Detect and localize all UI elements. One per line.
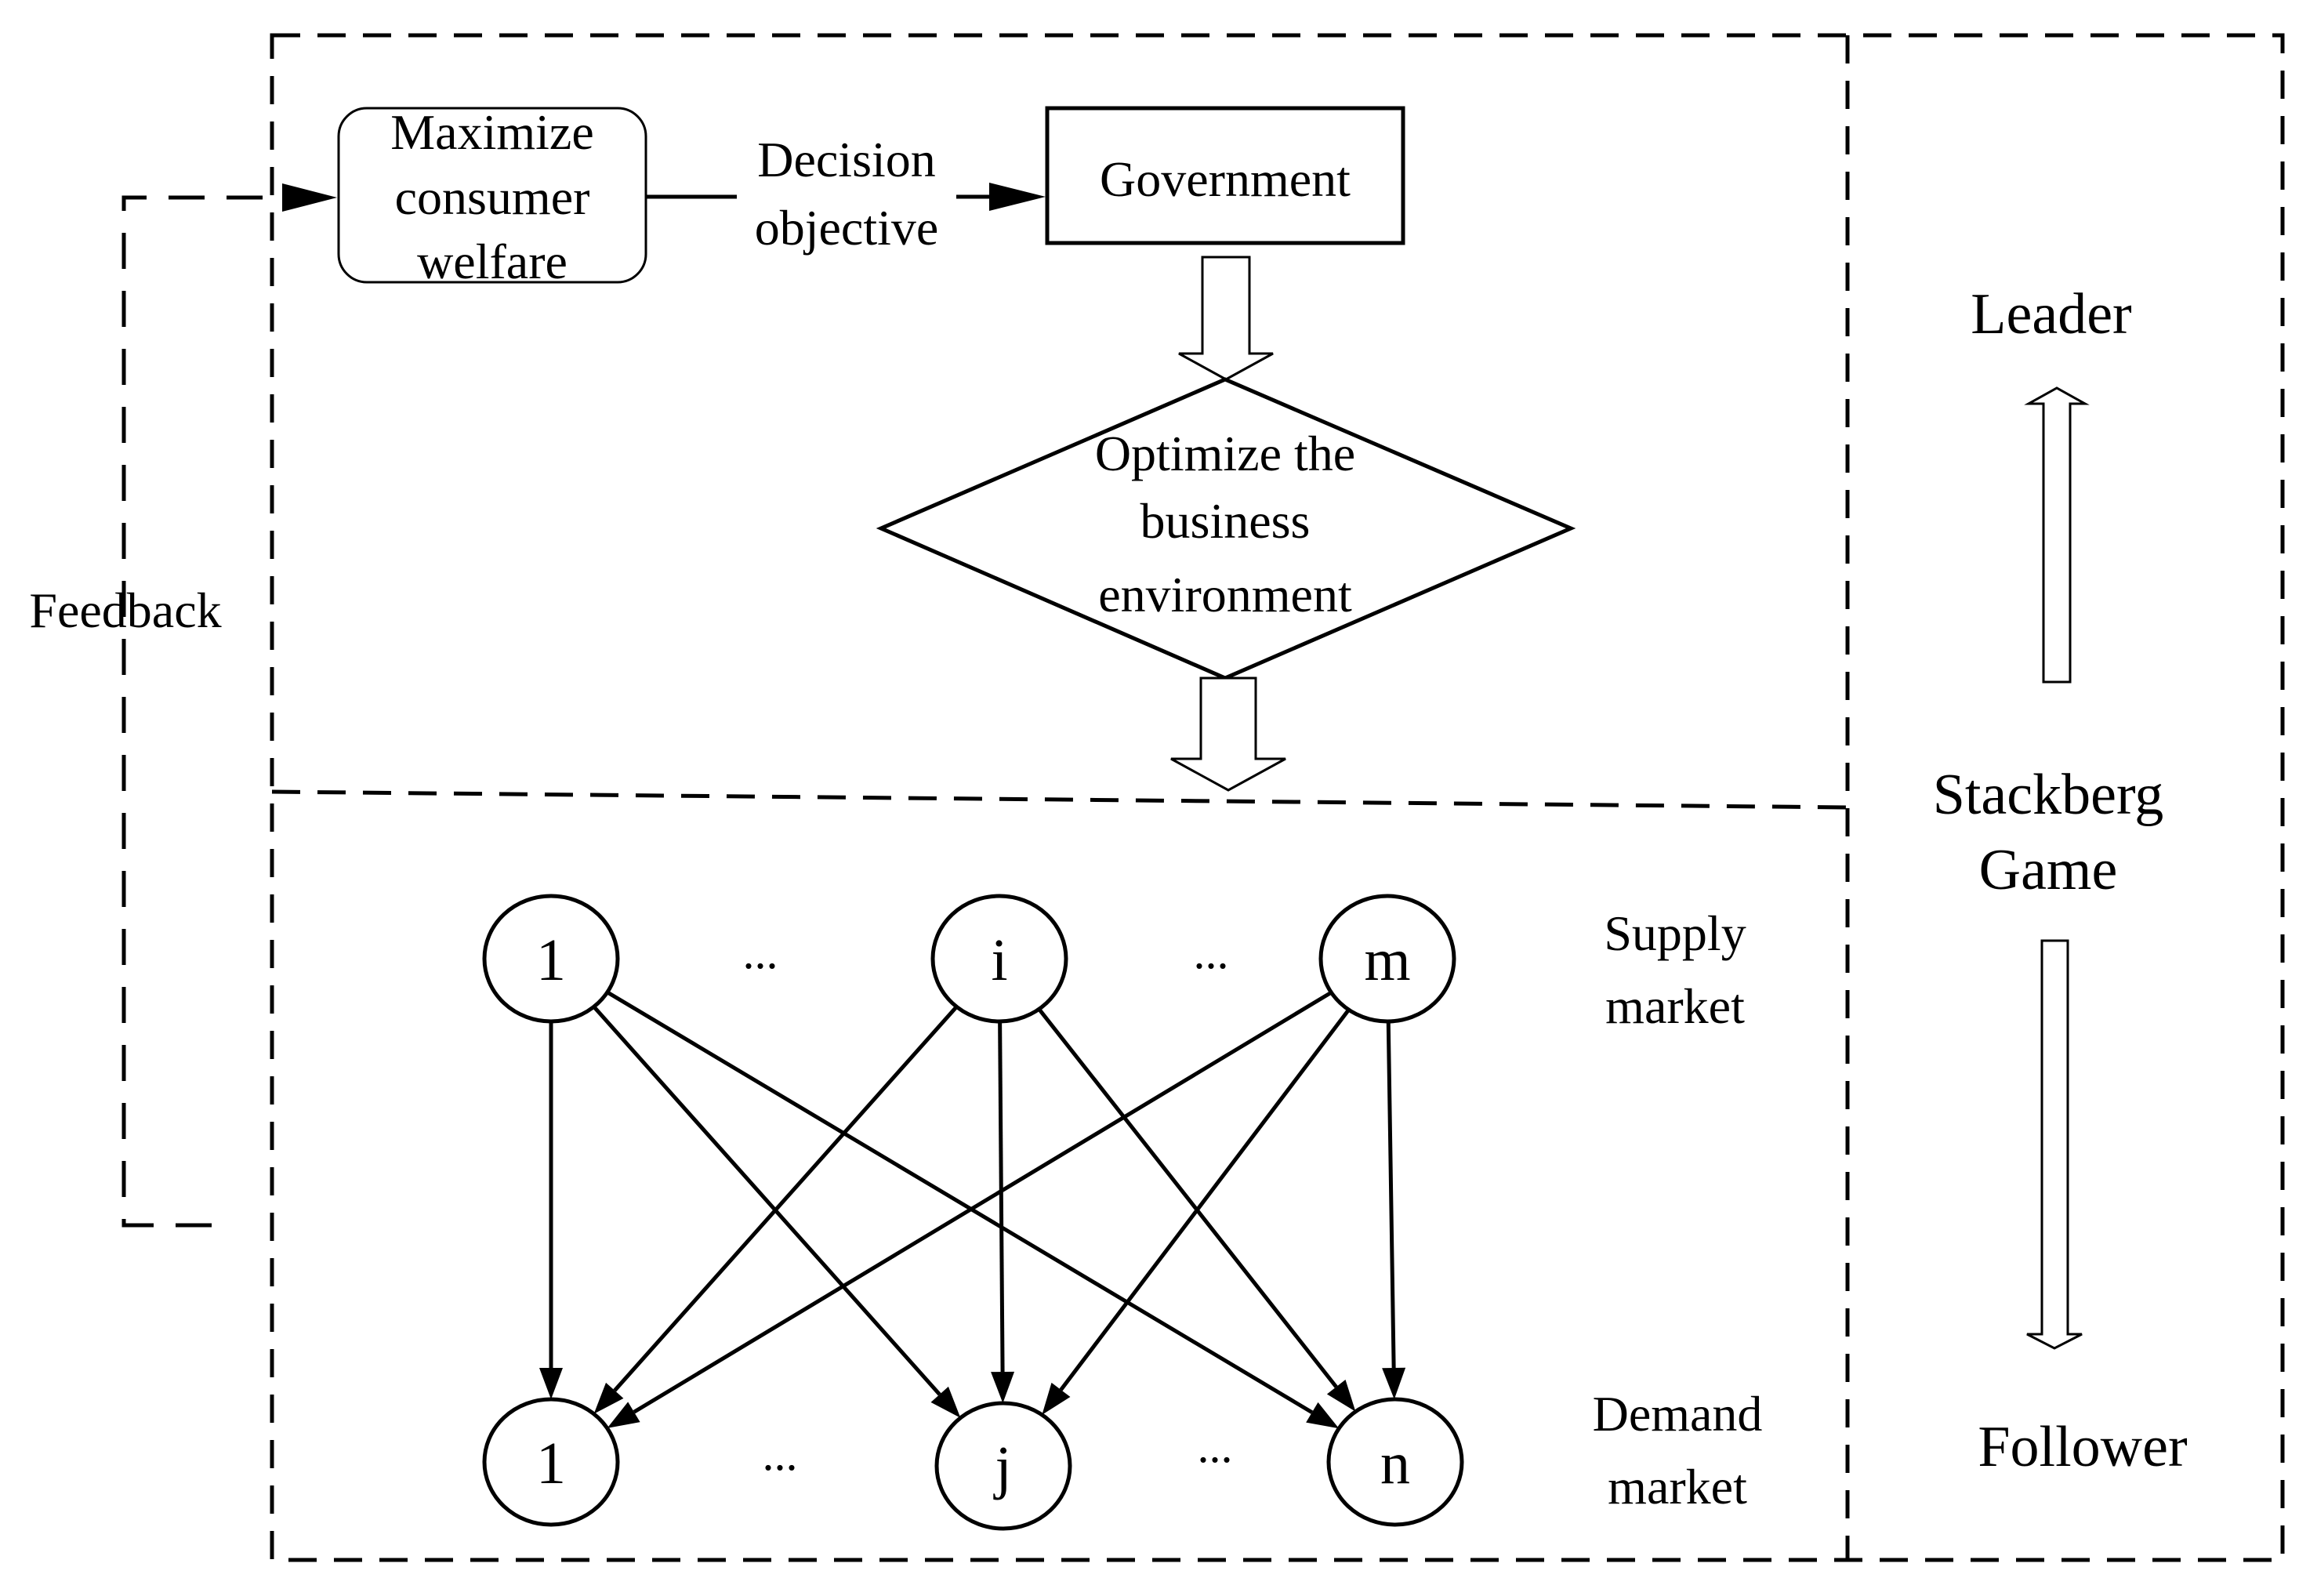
decision-label-line-2: objective bbox=[755, 200, 939, 256]
down-arrow bbox=[2026, 939, 2083, 1350]
demand-market-label-2: market bbox=[1608, 1459, 1747, 1514]
outer-dashed-frame bbox=[270, 33, 2285, 1562]
edge-arrowhead-si-to-d1 bbox=[593, 1382, 624, 1414]
hollow-arrow-down-2 bbox=[1170, 676, 1286, 792]
feedback-arrowhead bbox=[282, 183, 337, 212]
demand-node-n-label: n bbox=[1380, 1431, 1410, 1496]
edge-sm-to-dn bbox=[1386, 1021, 1396, 1369]
demand-node-1 bbox=[482, 1397, 620, 1527]
edge-arrowhead-sm-to-dn bbox=[1382, 1367, 1406, 1400]
feedback-path bbox=[121, 195, 282, 1228]
supply-node-m bbox=[1318, 894, 1456, 1024]
hollow-arrow-down-1 bbox=[1178, 256, 1274, 381]
edge-arrowhead-s1-to-dn bbox=[1306, 1402, 1340, 1429]
demand-market-label-1: Demand bbox=[1593, 1386, 1763, 1442]
demand-ellipsis-1: ... bbox=[763, 1428, 798, 1480]
objective-box: Maximize consumer welfare bbox=[337, 104, 647, 289]
follower-label: Follower bbox=[1978, 1415, 2187, 1479]
game-title-line-2: Game bbox=[1979, 838, 2118, 902]
optimize-diamond: Optimize the business environment bbox=[876, 377, 1576, 680]
government-box: Government bbox=[1045, 106, 1405, 245]
game-title-line-1: Stackberg bbox=[1933, 763, 2164, 827]
diamond-line-1: Optimize the bbox=[1095, 426, 1355, 481]
supply-market: 1 i m ... ... Supply market bbox=[482, 894, 1746, 1034]
edge-sm-to-dj bbox=[1059, 1008, 1351, 1391]
leader-follower-divider bbox=[271, 789, 1848, 810]
edge-arrowhead-s1-to-d1 bbox=[539, 1368, 563, 1399]
edge-arrowhead-s1-to-dj bbox=[930, 1386, 961, 1418]
edge-si-to-dn bbox=[1037, 1007, 1338, 1388]
objective-line-3: welfare bbox=[417, 234, 567, 289]
edge-s1-to-dn bbox=[606, 990, 1314, 1414]
edge-sm-to-d1 bbox=[633, 990, 1333, 1414]
supply-node-i-label: i bbox=[991, 927, 1007, 993]
supply-market-label-2: market bbox=[1605, 978, 1745, 1034]
diamond-line-3: environment bbox=[1098, 567, 1352, 622]
decision-arrowhead bbox=[989, 183, 1046, 211]
hollow-arrow-shape bbox=[1178, 256, 1274, 381]
demand-market: 1 j n ... ... Demand market bbox=[482, 1386, 1763, 1531]
feedback-loop: Feedback bbox=[29, 183, 337, 1228]
edge-arrowhead-sm-to-d1 bbox=[607, 1402, 640, 1428]
supply-node-1 bbox=[482, 894, 620, 1024]
supply-node-m-label: m bbox=[1364, 927, 1410, 993]
edge-arrowhead-si-to-dj bbox=[991, 1371, 1015, 1404]
objective-line-2: consumer bbox=[395, 169, 590, 225]
supply-node-1-label: 1 bbox=[536, 927, 566, 993]
supply-ellipsis-1: ... bbox=[743, 927, 778, 978]
demand-node-j bbox=[934, 1401, 1072, 1531]
leader-label: Leader bbox=[1971, 282, 2131, 346]
government-label: Government bbox=[1100, 151, 1351, 207]
edge-si-to-d1 bbox=[613, 1005, 959, 1392]
edge-arrowhead-sm-to-dj bbox=[1042, 1382, 1071, 1415]
objective-line-1: Maximize bbox=[390, 104, 593, 160]
supply-ellipsis-2: ... bbox=[1194, 927, 1229, 978]
edge-si-to-dj bbox=[998, 1021, 1005, 1373]
demand-node-1-label: 1 bbox=[536, 1431, 566, 1496]
supply-market-label-1: Supply bbox=[1604, 905, 1746, 961]
edges-layer bbox=[539, 990, 1406, 1429]
supply-node-i bbox=[930, 894, 1068, 1024]
outer-frame-border bbox=[270, 33, 2285, 1562]
demand-node-n bbox=[1326, 1397, 1464, 1527]
edge-s1-to-dj bbox=[592, 1005, 941, 1396]
diamond-line-2: business bbox=[1140, 493, 1311, 549]
demand-ellipsis-2: ... bbox=[1198, 1420, 1233, 1472]
stackelberg-column: Leader Stackberg Game Follower bbox=[1933, 282, 2188, 1479]
feedback-label: Feedback bbox=[29, 582, 221, 638]
up-arrow bbox=[2024, 386, 2090, 684]
edge-arrowhead-si-to-dn bbox=[1326, 1379, 1356, 1412]
decision-label-line-1: Decision bbox=[757, 132, 936, 187]
decision-objective-connector: Decision objective bbox=[646, 132, 1046, 256]
hollow-arrow-shape-2 bbox=[1170, 676, 1286, 792]
demand-node-j-label: j bbox=[992, 1435, 1011, 1500]
government-box-border bbox=[1045, 106, 1405, 245]
